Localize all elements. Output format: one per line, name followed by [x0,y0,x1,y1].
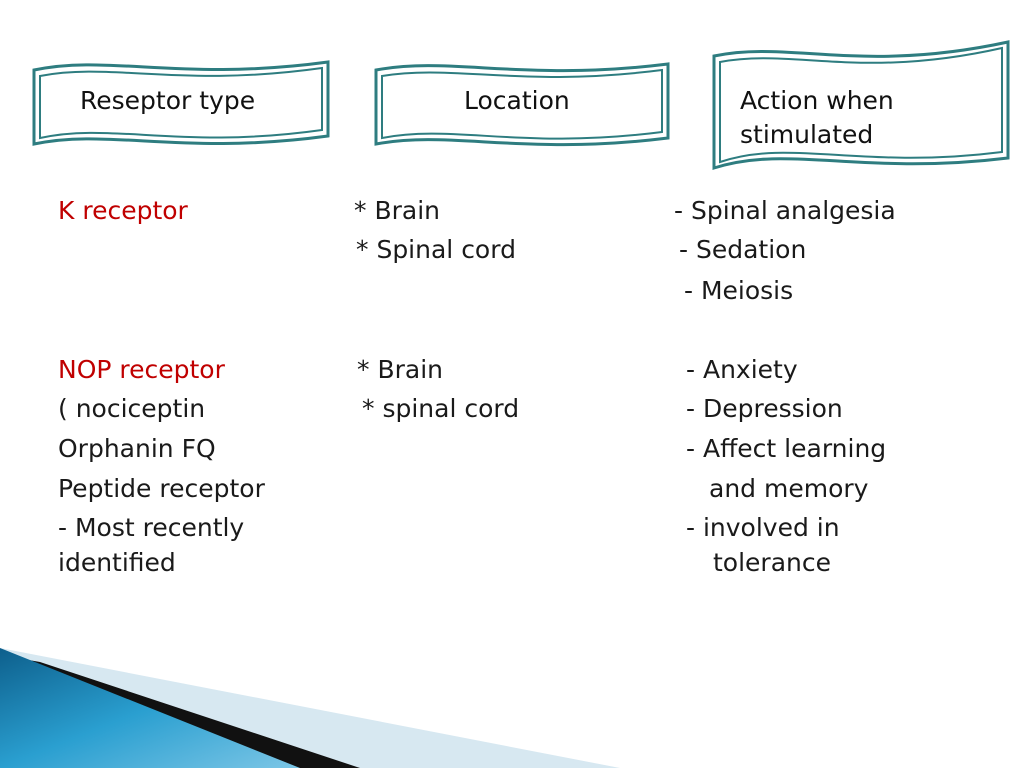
k-action-meiosis: - Meiosis [684,276,794,305]
nop-detail-most-recently: - Most recently [58,513,245,542]
header-location: Location [464,86,570,115]
nop-location-brain: * Brain [357,355,443,384]
nop-action-anxiety: - Anxiety [686,355,798,384]
header-receptor-type: Reseptor type [80,86,256,115]
k-location-spinal-cord: * Spinal cord [356,235,516,264]
scroll-banner-shape [32,60,330,146]
nop-action-involved-in: - involved in [686,513,840,542]
nop-detail-identified: identified [58,548,176,577]
k-action-spinal-analgesia: - Spinal analgesia [674,196,896,225]
header-banner-receptor-type: Reseptor type [30,56,330,148]
header-action-line1: Action when [740,86,894,115]
scroll-banner-shape [712,40,1010,171]
nop-action-tolerance: tolerance [713,548,831,577]
nop-detail-peptide: Peptide receptor [58,474,265,503]
scroll-banner-shape [374,62,670,147]
nop-detail-nociceptin: ( nociceptin [58,394,206,423]
header-action-line2: stimulated [740,120,874,149]
header-banner-location: Location [372,60,672,152]
nop-detail-orphanin: Orphanin FQ [58,434,216,463]
k-receptor-name: K receptor [58,196,188,225]
nop-receptor-name: NOP receptor [58,355,225,384]
nop-action-affect-learning: - Affect learning [686,434,887,463]
nop-action-depression: - Depression [686,394,843,423]
header-banner-action: Action when stimulated [710,38,1012,174]
nop-action-and-memory: and memory [709,474,869,503]
k-action-sedation: - Sedation [679,235,807,264]
nop-location-spinal-cord: * spinal cord [362,394,520,423]
k-location-brain: * Brain [354,196,440,225]
